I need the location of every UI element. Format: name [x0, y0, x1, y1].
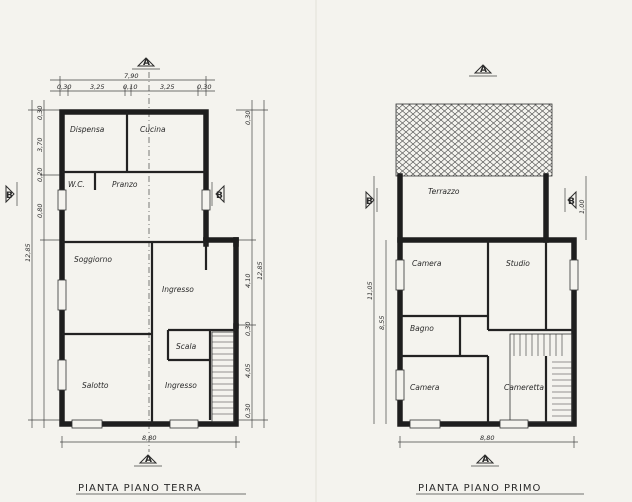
side-dim-7: 4,05	[244, 364, 252, 378]
bottom-width-dim: 8,80	[480, 434, 494, 442]
top-dimension-chain: 7,90 0,30 3,25 0,10 3,25 0,30	[50, 72, 215, 96]
section-mark-label: A	[480, 65, 487, 75]
section-mark-label: A	[482, 455, 489, 465]
side-mark-label: B	[216, 191, 223, 201]
right-height-dim: 12,85	[256, 261, 264, 280]
room-cameretta: Cameretta	[504, 383, 544, 392]
side-dim-8: 0,30	[244, 404, 252, 418]
room-ingresso-2: Ingresso	[165, 381, 197, 390]
left-height-dim: 12,85	[24, 243, 32, 262]
side-dim-4: 0,30	[244, 111, 252, 125]
room-ingresso-1: Ingresso	[162, 285, 194, 294]
first-staircase	[509, 333, 573, 423]
dim-2: 0,10	[123, 83, 137, 91]
room-terrazzo: Terrazzo	[428, 187, 460, 196]
right-height-dim: 1,00	[578, 200, 586, 214]
side-mark-label: B	[366, 197, 373, 207]
side-dim-2: 0,20	[36, 168, 44, 182]
section-mark-top: A	[469, 64, 497, 77]
terrace-walls	[397, 173, 549, 243]
ground-staircase	[211, 331, 235, 423]
room-wc: W.C.	[68, 180, 85, 189]
room-camera-2: Camera	[410, 383, 440, 392]
side-dim-1: 3,70	[36, 138, 44, 152]
room-scala: Scala	[176, 342, 197, 351]
section-mark-top: A	[132, 57, 160, 70]
left-dimension-chain: 12,85 0,30 3,70 0,20 0,80	[24, 100, 60, 428]
room-soggiorno: Soggiorno	[74, 255, 112, 264]
side-dim-5: 4,10	[244, 274, 252, 288]
dim-3: 3,25	[160, 83, 174, 91]
side-dim-0: 0,30	[36, 106, 44, 120]
section-mark-label: A	[145, 455, 152, 465]
side-mark-left: B	[365, 188, 378, 212]
roof-tiles-hatch	[395, 103, 553, 177]
side-dim-6: 0,30	[244, 322, 252, 336]
first-floor-title: PIANTA PIANO PRIMO	[418, 483, 541, 494]
side-dim-3: 0,80	[36, 204, 44, 218]
left-height-dim-1: 8,55	[378, 316, 386, 330]
ground-interior-walls	[62, 112, 236, 424]
left-dimension-chain: 11,05 8,55	[366, 176, 387, 424]
side-mark-right: B	[211, 182, 225, 206]
dim-1: 3,25	[90, 83, 104, 91]
room-cucina: Cucina	[140, 125, 166, 134]
room-studio: Studio	[506, 259, 530, 268]
first-floor-plan: A A B B 1,00 11,05	[365, 64, 587, 495]
left-height-dim-0: 11,05	[366, 281, 374, 300]
ground-floor-plan: A A 7,90 0,30 3,25 0,10 3,25 0,30	[5, 57, 268, 495]
ground-floor-title: PIANTA PIANO TERRA	[78, 483, 202, 494]
dim-4: 0,30	[197, 83, 211, 91]
room-camera-1: Camera	[412, 259, 442, 268]
side-mark-left: B	[5, 182, 18, 206]
first-interior-walls	[400, 240, 574, 424]
bottom-dimension: 8,80	[60, 434, 240, 448]
side-mark-right: B	[564, 188, 577, 212]
section-mark-label: A	[143, 58, 150, 68]
room-dispensa: Dispensa	[70, 125, 105, 134]
bottom-dimension: 8,80	[398, 434, 578, 448]
section-mark-bottom: A	[471, 454, 499, 467]
room-bagno: Bagno	[410, 324, 434, 333]
side-mark-label: B	[6, 191, 13, 201]
right-dimension-chain: 12,85 0,30 4,10 0,30 4,05 0,30	[236, 100, 268, 428]
room-salotto: Salotto	[82, 381, 109, 390]
bottom-width-dim: 8,80	[142, 434, 156, 442]
section-mark-bottom: A	[134, 454, 162, 467]
overall-width-dim: 7,90	[124, 72, 138, 80]
dim-0: 0,30	[57, 83, 71, 91]
room-pranzo: Pranzo	[112, 180, 138, 189]
side-mark-label: B	[568, 197, 575, 207]
